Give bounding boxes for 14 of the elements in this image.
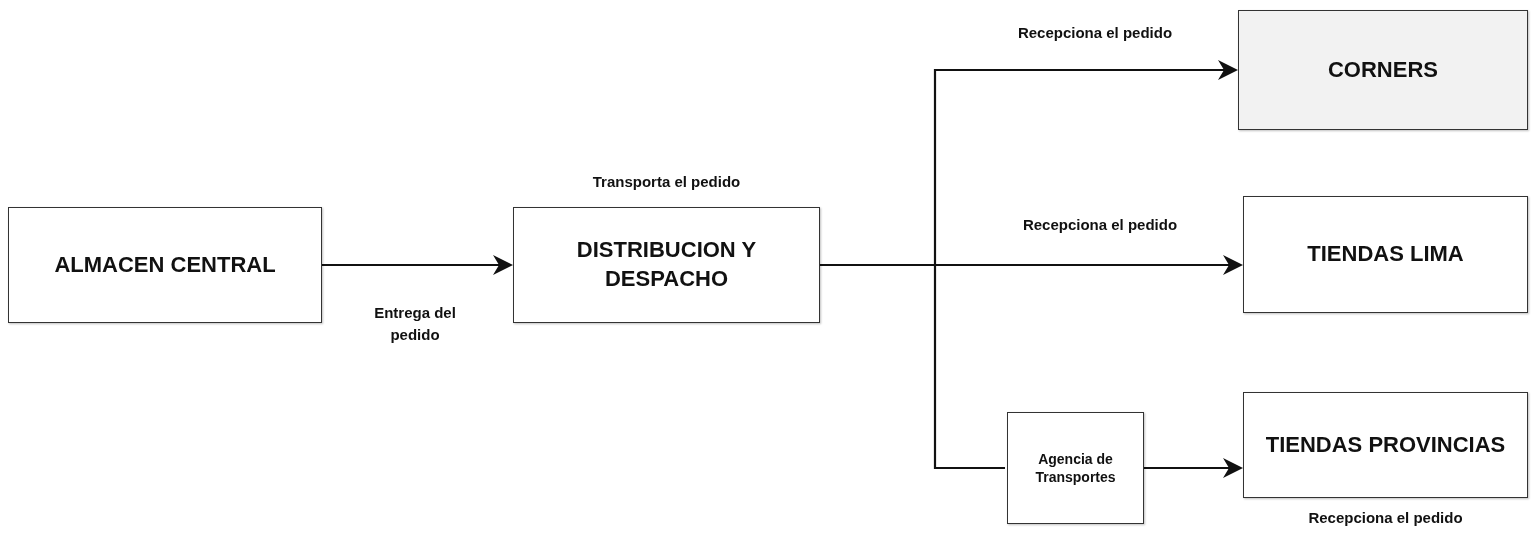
box-label: Agencia de Transportes [1034, 449, 1117, 487]
node-caption: Recepciona el pedido [1308, 509, 1463, 526]
process-box [1243, 196, 1528, 313]
process-box [1007, 412, 1144, 524]
process-box [8, 207, 322, 323]
box-label: ALMACEN CENTRAL [53, 250, 277, 279]
node-caption: Transporta el pedido [592, 173, 741, 190]
box-label: TIENDAS LIMA [1306, 240, 1465, 269]
box-label: DISTRIBUCION Y DESPACHO [575, 236, 758, 293]
arrow [1144, 458, 1243, 478]
arrow [322, 255, 513, 275]
box-label: TIENDAS PROVINCIAS [1264, 430, 1507, 459]
box-label: CORNERS [1327, 55, 1439, 84]
process-box [1238, 10, 1528, 130]
